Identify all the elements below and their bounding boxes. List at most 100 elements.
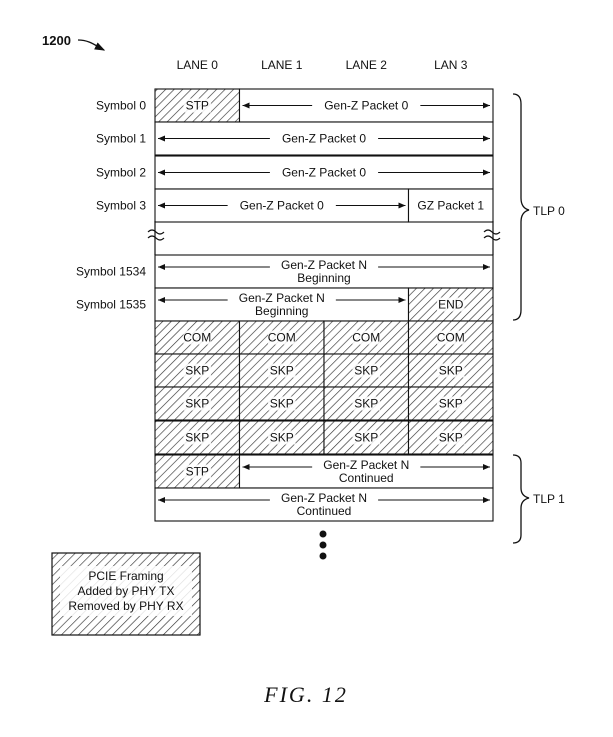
- symbol-label: Symbol 0: [96, 99, 146, 113]
- cell-label-bg: [183, 464, 212, 479]
- cell-label-bg: [267, 330, 296, 345]
- cell-label-bg: [183, 330, 212, 345]
- cell-label-bg: [183, 98, 212, 113]
- legend-line-3: Removed by PHY RX: [68, 599, 183, 613]
- lane-grid: STP Gen-Z Packet 0 Gen-Z Packet 0 Gen-Z Pac…: [154, 88, 494, 522]
- cell-label-bg: [436, 363, 465, 378]
- packet-label: Gen-Z Packet 0: [240, 199, 324, 213]
- cell-label-bg: [183, 430, 212, 445]
- arrow-head-left: [158, 135, 165, 142]
- framing-label: SKP: [270, 364, 294, 378]
- framing-label: STP: [186, 465, 209, 479]
- packet-cell: [154, 487, 494, 522]
- arrow-head-left: [158, 297, 165, 303]
- packet-label: Gen-Z Packet 0: [282, 166, 366, 180]
- lane-headers: LANE 0 LANE 1 LANE 2 LAN 3: [177, 58, 468, 72]
- arrow-head-right: [483, 169, 490, 176]
- framing-label: SKP: [354, 364, 378, 378]
- arrow-head-right: [483, 264, 490, 270]
- cell-label-bg: [183, 363, 212, 378]
- tlp1-label: TLP 1: [533, 492, 565, 506]
- cell-label-bg: [436, 297, 465, 312]
- packet-cell: [238, 454, 494, 489]
- framing-cell: [154, 420, 241, 455]
- packet-label: Beginning: [255, 304, 308, 318]
- symbol-label: Symbol 2: [96, 166, 146, 180]
- arrow-head-left: [158, 497, 165, 503]
- symbol-label: Symbol 3: [96, 199, 146, 213]
- tlp1-brace: [512, 454, 530, 544]
- packet-label: Gen-Z Packet N: [323, 458, 409, 472]
- packet-label: Gen-Z Packet N: [281, 491, 367, 505]
- continuation-dot: [319, 552, 327, 560]
- cell-label-bg: [267, 363, 296, 378]
- arrow-head-right: [398, 297, 406, 303]
- figure-caption: FIG. 12: [263, 682, 348, 707]
- packet-label: Continued: [339, 471, 394, 485]
- framing-label: SKP: [185, 397, 209, 411]
- arrow-head-right: [398, 202, 406, 209]
- framing-label: SKP: [185, 431, 209, 445]
- framing-label: SKP: [439, 364, 463, 378]
- arrow-head-right: [483, 497, 490, 503]
- break-mark-right: [483, 229, 501, 241]
- arrow-head-left: [158, 202, 165, 209]
- tlp0-brace: [512, 93, 530, 321]
- figure-ref-arrow: [77, 39, 106, 51]
- cell-label-bg: [352, 330, 381, 345]
- arrow-head-right: [483, 135, 490, 142]
- symbol-label: Symbol 1534: [76, 265, 146, 279]
- lane-header: LANE 2: [346, 58, 388, 72]
- symbol-label: Symbol 1535: [76, 298, 146, 312]
- arrow-head-left: [242, 464, 250, 470]
- packet-cell: [154, 254, 494, 289]
- framing-label: SKP: [270, 431, 294, 445]
- packet-label: Beginning: [297, 271, 350, 285]
- framing-cell: [323, 420, 410, 455]
- continuation-dot: [319, 530, 327, 538]
- row-labels: Symbol 0 Symbol 1 Symbol 2 Symbol 3 Symbol 1…: [76, 99, 146, 312]
- packet-label: Gen-Z Packet N: [239, 291, 325, 305]
- cell-label-bg: [436, 430, 465, 445]
- legend-line-1: PCIE Framing: [88, 569, 163, 583]
- framing-label: END: [438, 298, 464, 312]
- arrow-head-left: [242, 102, 250, 109]
- figure-ref: 1200: [42, 33, 71, 48]
- framing-label: SKP: [185, 364, 209, 378]
- framing-label: COM: [352, 331, 380, 345]
- arrow-head-left: [158, 264, 165, 270]
- framing-label: SKP: [270, 397, 294, 411]
- packet-label: Continued: [297, 504, 352, 518]
- packet-cell: [407, 188, 494, 223]
- cell-label-bg: [352, 363, 381, 378]
- continuation-dot: [319, 541, 327, 549]
- packet-label: Gen-Z Packet N: [281, 258, 367, 272]
- lane-header: LANE 1: [261, 58, 303, 72]
- cell-label-bg: [352, 396, 381, 411]
- cell-label-bg: [436, 396, 465, 411]
- break-mark-left: [147, 229, 165, 241]
- lane-header: LAN 3: [434, 58, 468, 72]
- framing-label: SKP: [439, 431, 463, 445]
- legend-text-bg: [60, 566, 192, 616]
- cell-label-bg: [267, 430, 296, 445]
- lane-header: LANE 0: [177, 58, 219, 72]
- framing-label: SKP: [354, 397, 378, 411]
- framing-label: SKP: [354, 431, 378, 445]
- tlp0-label: TLP 0: [533, 204, 565, 218]
- packet-label: GZ Packet 1: [417, 199, 484, 213]
- cell-label-bg: [352, 430, 381, 445]
- framing-label: COM: [437, 331, 465, 345]
- framing-label: STP: [186, 99, 209, 113]
- arrow-head-right: [483, 464, 490, 470]
- legend-line-2: Added by PHY TX: [78, 584, 175, 598]
- packet-label: Gen-Z Packet 0: [282, 132, 366, 146]
- cell-label-bg: [436, 330, 465, 345]
- framing-label: COM: [183, 331, 211, 345]
- arrow-head-right: [483, 102, 490, 109]
- packet-label: Gen-Z Packet 0: [324, 99, 408, 113]
- cell-label-bg: [183, 396, 212, 411]
- symbol-label: Symbol 1: [96, 132, 146, 146]
- framing-label: COM: [268, 331, 296, 345]
